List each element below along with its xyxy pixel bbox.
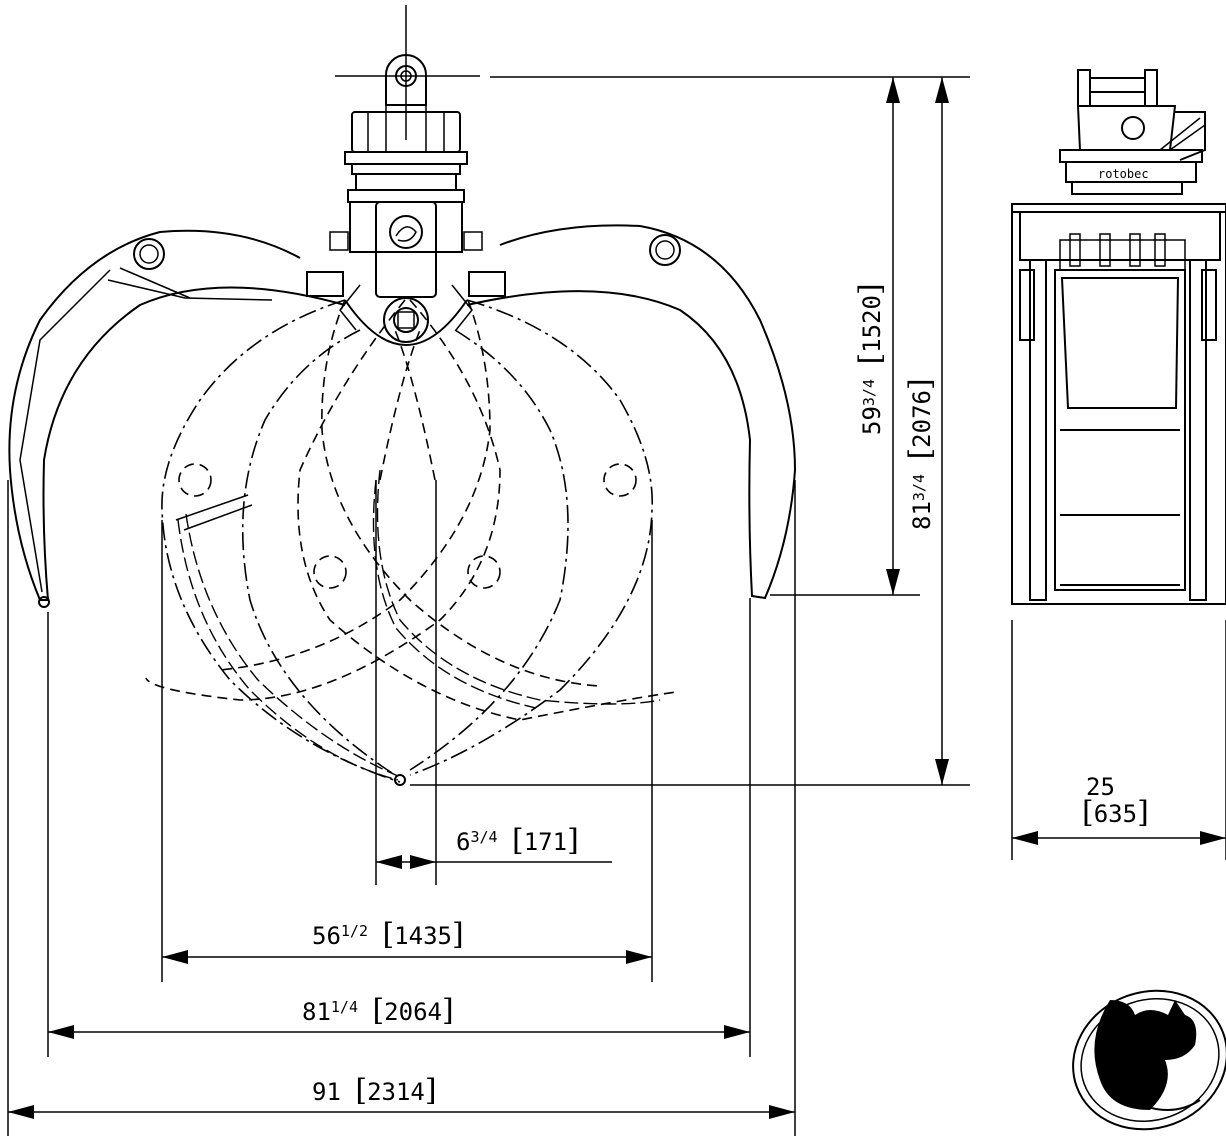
dim-total-height [410, 77, 970, 786]
dim-depth-metric-label: [635] [1082, 795, 1149, 830]
dim-outer-open-frac: 1/4 [331, 998, 358, 1016]
dim-total-height-label: 813/4 [2076] [903, 378, 938, 530]
dim-tip-gap [375, 480, 612, 885]
dim-outer-open-metric: 2064 [384, 998, 442, 1026]
dim-inner-open-label: 561/2 [1435] [312, 917, 464, 952]
dim-side-height-frac: 3/4 [860, 379, 878, 406]
dim-tip-gap-frac: 3/4 [470, 828, 497, 846]
dim-overall-width-metric: 2314 [367, 1078, 425, 1106]
dim-overall-width-label: 91 [2314] [312, 1073, 437, 1108]
jaw-closed-phantoms [145, 299, 677, 786]
dim-side-height-label: 593/4 [1520] [853, 283, 888, 435]
jaw-left-open [8, 229, 346, 608]
brand-label: rotobec [1098, 167, 1149, 181]
dim-inner-open-metric: 1435 [394, 922, 452, 950]
dim-total-height-value: 81 [908, 501, 936, 530]
dim-side-height-value: 59 [858, 406, 886, 435]
dim-overall-width [7, 480, 796, 1136]
dim-tip-gap-metric: 171 [524, 828, 567, 856]
dim-tip-gap-label: 63/4 [171] [456, 823, 579, 858]
dim-total-height-frac: 3/4 [910, 474, 928, 501]
dim-total-height-metric: 2076 [908, 390, 936, 448]
dim-depth [1012, 831, 1226, 845]
dim-side-height-metric: 1520 [858, 295, 886, 353]
side-view: rotobec [1011, 69, 1226, 860]
dim-tip-gap-value: 6 [456, 828, 470, 856]
dim-outer-open-value: 81 [302, 998, 331, 1026]
dim-overall-width-value: 91 [312, 1078, 341, 1106]
dim-depth-metric: 635 [1094, 800, 1137, 828]
jaw-right-open [466, 224, 797, 600]
dim-outer-open-label: 811/4 [2064] [302, 993, 454, 1028]
dim-side-height [490, 76, 970, 596]
dim-depth-value: 25 [1086, 773, 1115, 801]
dim-outer-open [47, 598, 751, 1057]
squirrel-logo [1072, 989, 1226, 1131]
dim-inner-open [161, 520, 653, 982]
dim-inner-open-value: 56 [312, 922, 341, 950]
dim-inner-open-frac: 1/2 [341, 922, 368, 940]
rotator-assembly [306, 5, 506, 346]
